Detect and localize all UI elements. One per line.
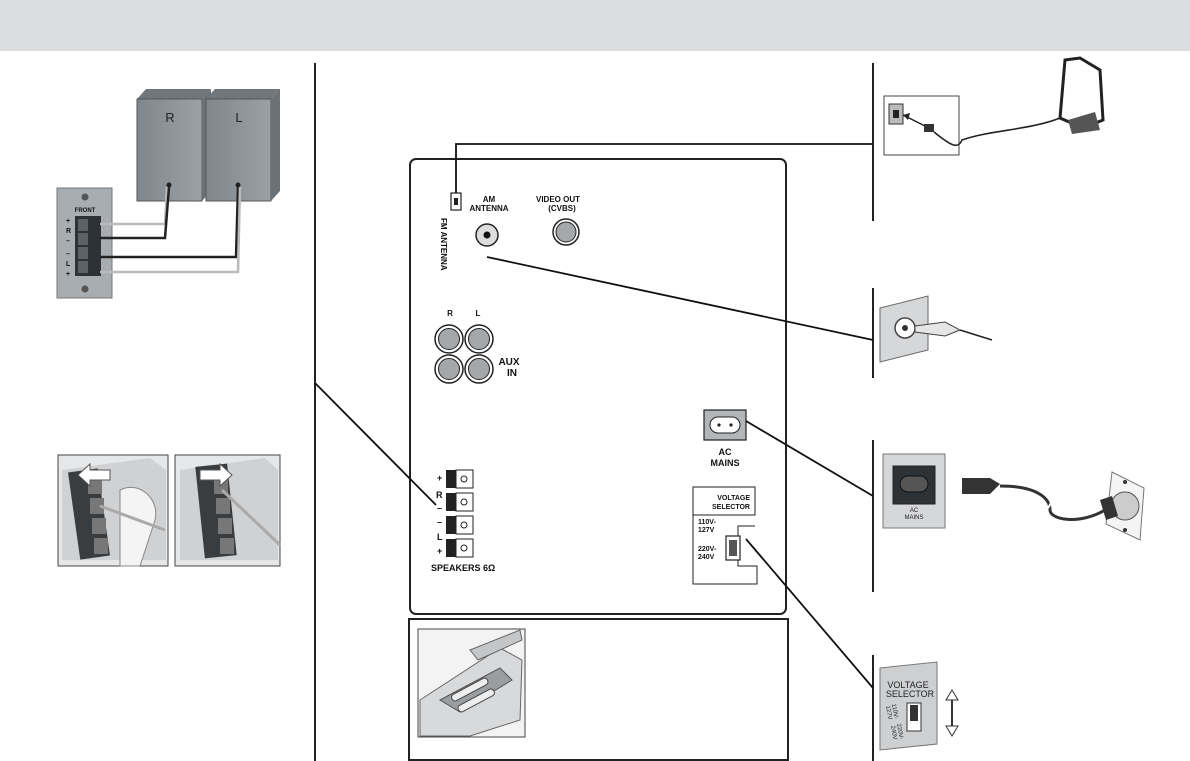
video-out-label-1: VIDEO OUT: [536, 195, 580, 204]
fm-antenna-label: FM ANTENNA: [439, 218, 448, 271]
voltage-selector-label-1: VOLTAGE: [717, 495, 750, 502]
speaker-sign-2: –: [437, 503, 442, 513]
wire-insertion-photos: [58, 455, 280, 566]
speaker-sign-4: L: [437, 532, 443, 542]
aux-r-label: R: [447, 309, 453, 318]
ac-mains-label-2: MAINS: [711, 458, 740, 468]
socket-label-1: AC: [910, 508, 919, 514]
aux-in-label-1: AUX: [498, 357, 519, 368]
rear-panel: FM ANTENNA AM ANTENNA VIDEO OUT (CVBS) R…: [410, 159, 786, 614]
terminal-sign-4: L: [66, 261, 71, 268]
terminal-sign-0: +: [66, 218, 70, 225]
ac-mains-label-1: AC: [719, 447, 732, 457]
right-speaker-label: R: [165, 110, 174, 125]
selector-detail-title-2: SELECTOR: [886, 689, 935, 699]
terminal-sign-1: R: [66, 228, 71, 235]
am-antenna-detail: [880, 296, 992, 362]
speakers-label: SPEAKERS 6Ω: [431, 563, 495, 573]
am-antenna-label-1: AM: [483, 195, 496, 204]
voltage-high-label-1: 220V-: [698, 546, 717, 553]
terminal-sign-2: –: [66, 238, 70, 245]
speaker-sign-1: R: [436, 490, 443, 500]
aux-in-label-2: IN: [507, 368, 517, 379]
ac-mains-detail: AC MAINS: [883, 454, 1144, 540]
terminal-sign-3: –: [66, 251, 70, 258]
terminal-sign-5: +: [66, 271, 70, 278]
voltage-high-label-2: 240V: [698, 554, 715, 561]
speaker-sign-5: +: [437, 546, 442, 556]
socket-label-2: MAINS: [904, 515, 923, 521]
remote-battery-box: [409, 619, 788, 760]
aux-l-label: L: [476, 309, 481, 318]
terminal-header-label: FRONT: [75, 208, 96, 214]
video-out-label-2: (CVBS): [548, 204, 576, 213]
voltage-low-label-1: 110V-: [698, 519, 717, 526]
voltage-low-label-2: 127V: [698, 527, 715, 534]
fm-antenna-detail: [884, 58, 1103, 155]
speaker-illustration: R L FRONT + R – – L +: [57, 89, 280, 298]
am-antenna-label-2: ANTENNA: [469, 204, 508, 213]
speaker-sign-3: –: [437, 517, 442, 527]
speaker-sign-0: +: [437, 473, 442, 483]
voltage-selector-label-2: SELECTOR: [712, 504, 750, 511]
left-speaker-label: L: [235, 110, 242, 125]
voltage-selector-detail: VOLTAGE SELECTOR 110V- 127V 220V- 240V: [880, 662, 958, 750]
